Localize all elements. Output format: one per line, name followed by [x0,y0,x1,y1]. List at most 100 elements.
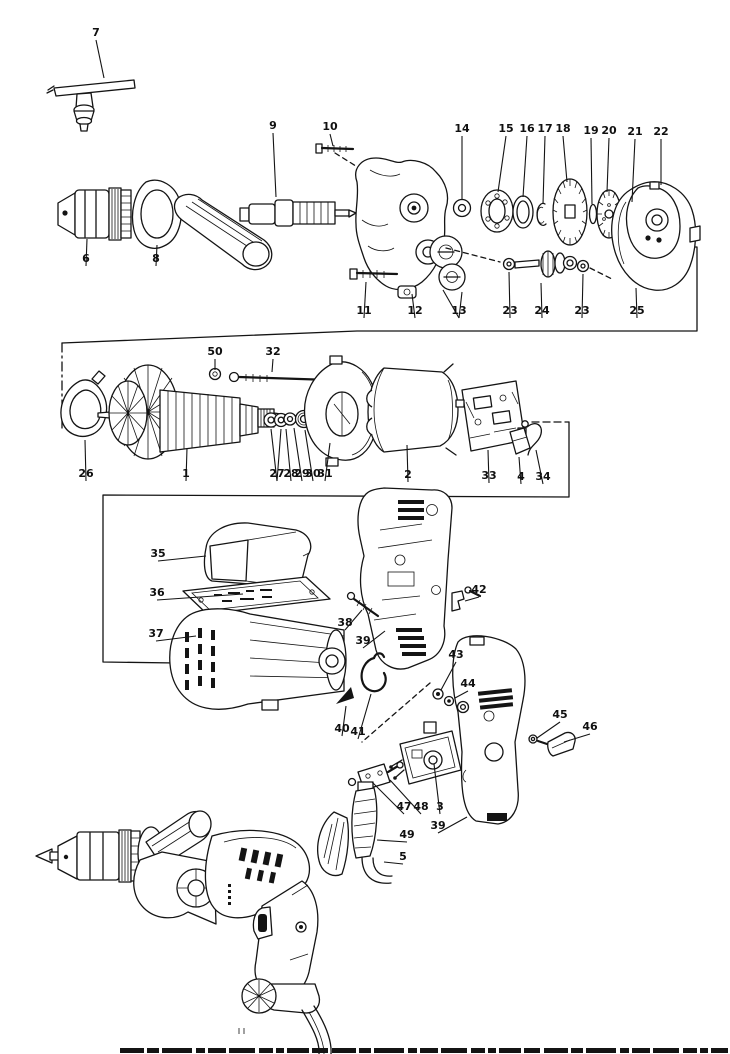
leader-line-40 [341,705,347,737]
part-gasket [60,370,108,437]
part-chuck-key [46,79,136,132]
part-label-18: 18 [555,122,570,135]
leader-line-3 [433,763,441,815]
leader-line-41 [357,693,372,740]
part-label-20: 20 [601,124,617,137]
leader-line-8 [155,244,158,267]
part-screw-38 [346,591,380,618]
leader-line-46 [563,733,591,743]
part-label-14: 14 [454,122,470,135]
part-spindle [239,199,357,227]
leader-line-9 [272,132,277,198]
part-label-40: 40 [334,722,350,735]
part-switch [361,682,462,785]
part-label-10: 10 [322,120,338,133]
part-brush-spring [521,420,542,456]
part-screw-11 [349,268,399,280]
part-washers-43-44 [432,688,470,714]
part-rear-cover-cap [203,522,312,589]
leader-line-25 [635,287,638,319]
part-label-23: 23 [502,304,517,317]
part-hook-spring-41 [360,652,387,693]
part-spacer-19 [588,203,598,225]
leader-line-37 [155,635,197,642]
part-clip-42 [451,586,482,612]
part-label-36: 36 [149,586,165,599]
leader-line-27 [270,428,278,482]
part-label-2: 2 [404,468,412,481]
leader-line-34 [535,449,544,485]
leader-line-11 [363,281,367,319]
part-label-44: 44 [460,677,476,690]
part-washers-27-28-29 [263,412,297,428]
part-label-39: 39 [430,819,445,832]
part-label-33: 33 [481,469,496,482]
leader-line-5 [383,861,404,865]
part-bell-housing [303,355,378,467]
part-label-4: 4 [517,470,525,483]
part-label-38: 38 [337,616,352,629]
part-selector-knobs [429,235,466,291]
leader-line-1 [185,447,188,482]
part-clutch-drum-18 [552,178,588,246]
part-label-1: 1 [182,467,190,480]
leader-line-33 [487,449,490,484]
leader-line-29 [293,427,303,482]
part-screw-10 [315,143,355,154]
leader-line-38 [344,609,363,631]
part-label-43: 43 [448,648,463,661]
leader-line-45 [536,721,561,739]
leader-line-44 [454,690,469,699]
part-label-27: 27 [269,467,284,480]
leader-line-32 [271,358,274,373]
leader-line-43 [440,661,457,691]
leader-line-15 [497,135,507,193]
leader-line-23 [581,273,584,319]
part-label-23: 23 [574,304,589,317]
leader-line-27 [276,428,282,482]
part-handle-half-right [452,635,526,825]
part-circlip-17 [536,202,547,227]
part-label-8: 8 [152,252,160,265]
part-label-26: 26 [78,467,94,480]
part-label-48: 48 [413,800,428,813]
part-label-45: 45 [552,708,567,721]
part-label-9: 9 [269,119,277,132]
assembled-drill-view [35,810,332,1054]
part-label-19: 19 [583,124,598,137]
part-label-32: 32 [265,345,280,358]
part-gear-housing [355,157,449,299]
part-bearing-bracket-22 [625,181,681,259]
leader-line-6 [85,238,88,267]
part-chuck [57,187,132,241]
leader-line-24 [540,282,543,319]
leader-line-7 [95,39,105,79]
part-label-34: 34 [535,470,551,483]
part-label-35: 35 [150,547,165,560]
part-arrow-40 [336,687,354,704]
part-nameplate [182,576,331,615]
part-clamp-ring-and-side-handle [131,179,273,271]
part-intermediate-shaft-group [445,247,613,280]
leader-line-19 [590,137,593,205]
part-label-3: 3 [436,800,444,813]
part-label-15: 15 [498,122,513,135]
leader-line-31 [324,442,331,482]
part-bearing-15 [480,189,514,233]
leader-line-48 [389,779,422,815]
part-label-28: 28 [283,467,298,480]
part-label-47: 47 [396,800,411,813]
part-label-49: 49 [399,828,414,841]
part-handle-half-left [357,487,453,670]
part-label-13: 13 [451,304,466,317]
leader-line-26 [84,439,87,482]
part-cord-guard [317,781,378,877]
part-field-coil [366,363,459,456]
part-label-11: 11 [356,304,371,317]
part-label-42: 42 [471,583,486,596]
leader-line-23 [508,271,511,319]
leader-line-21 [631,138,636,203]
leader-line-42 [464,596,480,602]
